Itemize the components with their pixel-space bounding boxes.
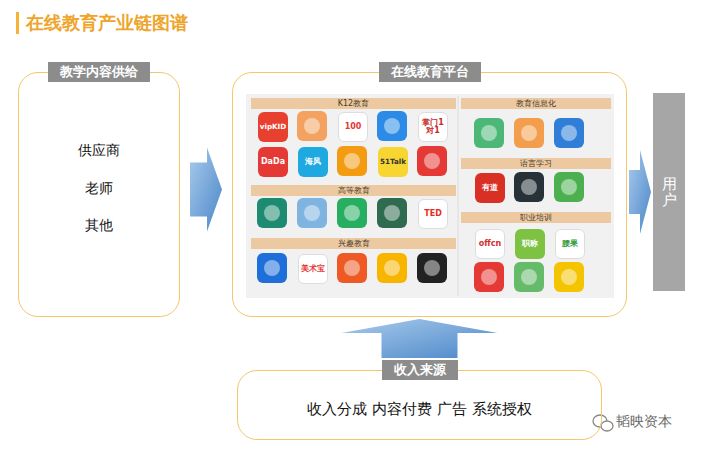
app-icon: 海风 xyxy=(298,147,328,177)
app-icon-mark xyxy=(264,205,280,221)
app-icon-mark xyxy=(384,205,400,221)
app-name: 100 xyxy=(344,122,363,132)
app-name: 有道 xyxy=(481,183,499,193)
category-section: 语言学习有道 xyxy=(461,158,611,206)
category-section: 职业培训 offcn 职称 腰果 xyxy=(461,212,611,296)
app-name: offcn xyxy=(478,239,502,249)
app-icon xyxy=(554,172,584,202)
app-icon-mark xyxy=(561,179,577,195)
category-section: K12教育 vipKID 100 掌门1对1DaDa 海风 51Talk xyxy=(251,98,456,180)
app-icon xyxy=(257,253,287,283)
app-icon: 51Talk xyxy=(378,147,408,177)
panel-tag: 在线教育平台 xyxy=(379,62,481,82)
app-icon-mark xyxy=(424,153,440,169)
inner-panel xyxy=(246,94,614,298)
panel-tag: 教学内容供给 xyxy=(48,62,150,82)
app-icon xyxy=(337,253,367,283)
panel-divider xyxy=(458,96,459,296)
app-icon: 100 xyxy=(338,112,368,142)
category-header: 职业培训 xyxy=(461,212,611,223)
category-header: K12教育 xyxy=(251,98,456,109)
app-icon xyxy=(417,253,447,283)
app-icon: 腰果 xyxy=(555,229,585,259)
app-icon-mark xyxy=(521,125,537,141)
title-bar xyxy=(16,12,19,34)
app-icon: offcn xyxy=(475,229,505,259)
app-name: 腰果 xyxy=(561,239,579,249)
app-icon xyxy=(297,111,327,141)
app-name: 掌门1对1 xyxy=(419,118,447,137)
panel-tag: 收入来源 xyxy=(382,360,458,380)
group-panel: 教学内容供给供应商老师其他 xyxy=(18,72,180,317)
user-bar: 用户 xyxy=(653,93,685,291)
app-icon xyxy=(417,146,447,176)
flow-arrow xyxy=(629,150,651,234)
app-icon xyxy=(377,253,407,283)
app-icon xyxy=(514,262,544,292)
app-icon xyxy=(257,198,287,228)
app-icon xyxy=(377,111,407,141)
category-header: 教育信息化 xyxy=(461,98,611,109)
wechat-icon xyxy=(593,415,613,431)
app-icon xyxy=(297,198,327,228)
app-icon xyxy=(554,118,584,148)
category-header: 兴趣教育 xyxy=(251,238,456,249)
app-icon-mark xyxy=(344,205,360,221)
app-icon: 美术宝 xyxy=(298,254,328,284)
app-icon xyxy=(514,172,544,202)
app-icon-mark xyxy=(424,260,440,276)
category-section: 高等教育 TED xyxy=(251,185,456,233)
app-icon: DaDa xyxy=(258,147,288,177)
app-icon-mark xyxy=(521,179,537,195)
app-name: 51Talk xyxy=(379,157,407,167)
app-icon-mark xyxy=(561,125,577,141)
user-label: 用户 xyxy=(662,176,677,209)
app-icon-mark xyxy=(264,260,280,276)
app-icon: 职称 xyxy=(515,229,545,259)
app-icon xyxy=(474,262,504,292)
app-icon-mark xyxy=(481,125,497,141)
app-name: TED xyxy=(423,209,443,219)
app-name: vipKID xyxy=(259,122,288,132)
app-icon-mark xyxy=(344,260,360,276)
app-icon-mark xyxy=(344,153,360,169)
app-name: 职称 xyxy=(521,239,539,249)
app-name: 美术宝 xyxy=(300,264,326,274)
app-icon-mark xyxy=(384,118,400,134)
app-name: 海风 xyxy=(304,157,322,167)
app-icon-mark xyxy=(521,269,537,285)
panel-item: 其他 xyxy=(19,216,179,234)
app-icon xyxy=(377,198,407,228)
watermark: 韬映资本 xyxy=(616,413,672,431)
app-icon xyxy=(554,262,584,292)
panel-item: 老师 xyxy=(19,179,179,197)
app-icon-mark xyxy=(304,118,320,134)
category-header: 语言学习 xyxy=(461,158,611,169)
app-icon-mark xyxy=(481,269,497,285)
app-icon-mark xyxy=(304,205,320,221)
app-icon: 掌门1对1 xyxy=(418,112,448,142)
flow-arrow xyxy=(342,319,498,358)
panel-item: 收入分成 内容付费 广告 系统授权 xyxy=(238,400,601,418)
panel-item: 供应商 xyxy=(19,141,179,159)
app-icon-mark xyxy=(561,269,577,285)
app-icon xyxy=(337,146,367,176)
app-icon: 有道 xyxy=(475,173,505,203)
app-icon: TED xyxy=(418,199,448,229)
app-icon-mark xyxy=(384,260,400,276)
app-icon xyxy=(337,198,367,228)
group-panel: 在线教育平台K12教育vipKID100掌门1对1DaDa海风51Talk高等教… xyxy=(232,72,627,317)
category-header: 高等教育 xyxy=(251,185,456,196)
chart-title: 在线教育产业链图谱 xyxy=(26,11,188,35)
app-name: DaDa xyxy=(260,157,286,167)
app-icon: vipKID xyxy=(258,112,288,142)
app-icon xyxy=(474,118,504,148)
category-section: 教育信息化 xyxy=(461,98,611,153)
category-section: 兴趣教育美术宝 xyxy=(251,238,456,288)
icon-group xyxy=(257,111,584,292)
group-panel: 收入来源收入分成 内容付费 广告 系统授权 xyxy=(237,370,602,440)
flow-arrow xyxy=(190,148,222,232)
app-icon xyxy=(514,118,544,148)
